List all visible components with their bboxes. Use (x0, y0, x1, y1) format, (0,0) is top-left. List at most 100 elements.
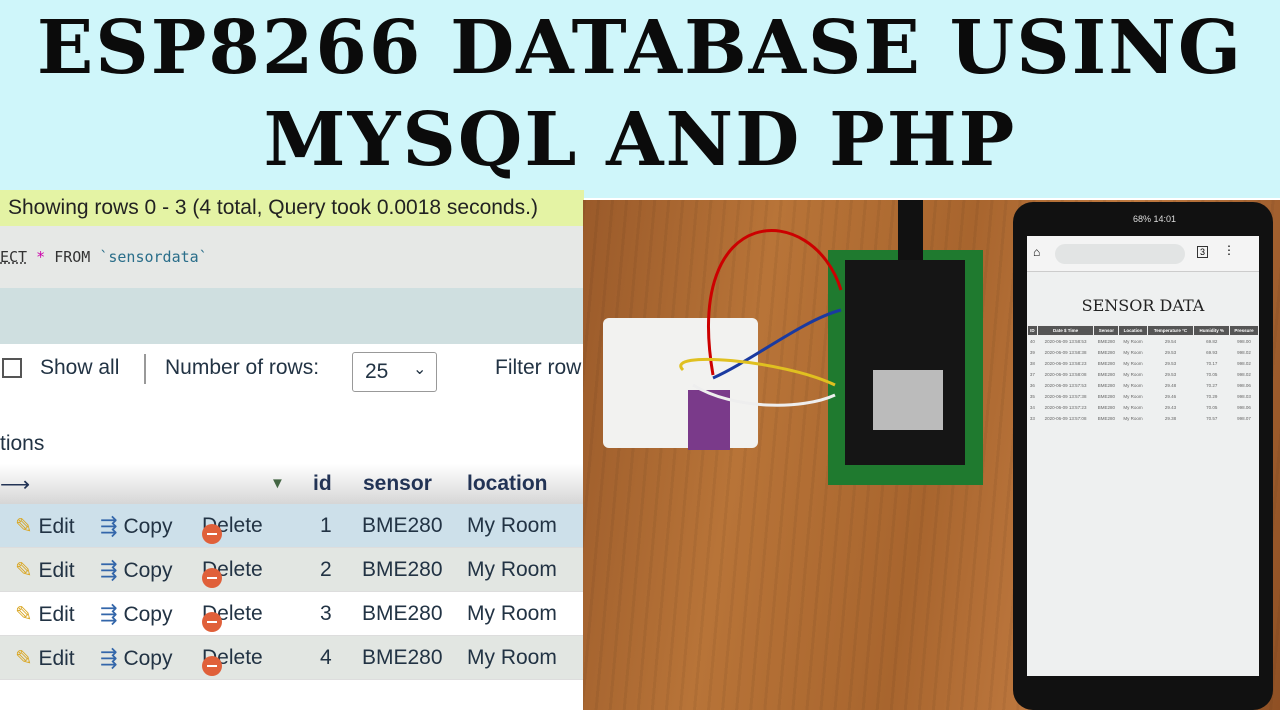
delete-button[interactable]: Delete (202, 558, 263, 588)
phone-cell: 2020-06-09 13:57:53 (1044, 383, 1087, 388)
bottom-strip (0, 710, 1280, 720)
phone-cell: 40 (1029, 339, 1035, 344)
phone-cell: 29.53 (1164, 361, 1177, 366)
navigation-bar: Show all Number of rows: 25⌄ Filter row (0, 344, 584, 430)
delete-button[interactable]: Delete (202, 514, 263, 544)
phone-column-header: Date $ Time (1036, 325, 1095, 336)
edit-button[interactable]: ✎ Edit (15, 647, 75, 670)
cell-id: 4 (320, 646, 332, 669)
cell-id: 2 (320, 558, 332, 581)
toolbar-band (0, 288, 584, 344)
phone-cell: 998.06 (1237, 405, 1251, 410)
sensor-data-title: SENSOR DATA (1081, 296, 1205, 315)
phone-cell: 70.05 (1206, 405, 1218, 410)
edit-button[interactable]: ✎ Edit (15, 603, 75, 626)
table-row: ✎ Edit ⇶ Copy Delete 4 BME280 My Room (0, 636, 584, 680)
cell-id: 3 (320, 602, 332, 625)
rows-select[interactable]: 25⌄ (352, 352, 437, 392)
options-link[interactable]: tions (0, 432, 45, 455)
phone-column-header: Humidity % (1193, 325, 1231, 336)
phone-cell: 998.02 (1237, 372, 1251, 377)
phone-cell: 29.53 (1164, 350, 1177, 355)
phone-cell: BME280 (1097, 416, 1116, 421)
cell-sensor: BME280 (362, 514, 443, 537)
edit-button[interactable]: ✎ Edit (15, 515, 75, 538)
phone-cell: My Room (1123, 394, 1143, 399)
column-header-sensor[interactable]: sensor (363, 472, 432, 495)
show-all-checkbox[interactable] (2, 358, 22, 378)
phone-cell: 29.54 (1164, 339, 1177, 344)
home-icon[interactable]: ⌂ (1033, 245, 1041, 259)
delete-button[interactable]: Delete (202, 602, 263, 632)
phone-cell: My Room (1123, 416, 1143, 421)
phone-cell: 39 (1029, 350, 1035, 355)
phone-cell: 2020-06-09 13:57:23 (1044, 405, 1087, 410)
thumbnail-title: ESP8266 DATABASE USING MYSQL AND PHP (0, 0, 1280, 198)
delete-button[interactable]: Delete (202, 646, 263, 676)
phone-cell: 2020-06-09 13:58:08 (1044, 372, 1087, 377)
sort-arrow-icon[interactable]: ⟶ (0, 473, 31, 496)
pencil-icon: ✎ (15, 647, 33, 670)
pencil-icon: ✎ (15, 515, 33, 538)
cell-location: My Room (467, 558, 557, 581)
success-message: Showing rows 0 - 3 (4 total, Query took … (0, 190, 584, 226)
breadboard (603, 318, 758, 448)
cell-sensor: BME280 (362, 558, 443, 581)
table-row: ✎ Edit ⇶ Copy Delete 2 BME280 My Room (0, 548, 584, 592)
phone-cell: 69.82 (1206, 339, 1218, 344)
bme280-sensor (688, 390, 730, 450)
column-dropdown-icon[interactable]: ▼ (270, 475, 285, 492)
cell-location: My Room (467, 514, 557, 537)
copy-button[interactable]: ⇶ Copy (100, 647, 173, 670)
edit-button[interactable]: ✎ Edit (15, 559, 75, 582)
phone-cell: 36 (1029, 383, 1035, 388)
pencil-icon: ✎ (15, 603, 33, 626)
phone-column-header: Sensor (1093, 325, 1120, 336)
sql-keyword: ECT (0, 248, 28, 266)
phone-cell: BME280 (1097, 394, 1116, 399)
copy-button[interactable]: ⇶ Copy (100, 559, 173, 582)
cell-location: My Room (467, 646, 557, 669)
phone-cell: 998.03 (1237, 394, 1251, 399)
phone-cell: 29.46 (1164, 394, 1177, 399)
phone-cell: 70.57 (1206, 416, 1218, 421)
menu-icon[interactable]: ⋮ (1223, 243, 1235, 257)
table-row: ✎ Edit ⇶ Copy Delete 3 BME280 My Room (0, 592, 584, 636)
phone-column-header: Temperature °C (1146, 325, 1195, 336)
phone-cell: BME280 (1097, 339, 1116, 344)
phone-cell: 998.02 (1237, 361, 1251, 366)
phone-column-header: Pressure (1229, 325, 1259, 336)
phone-cell: BME280 (1097, 350, 1116, 355)
phone-cell: 29.48 (1164, 383, 1177, 388)
circuit-illustration (603, 200, 983, 485)
nodemcu-board (845, 260, 965, 465)
phone-cell: 998.07 (1237, 416, 1251, 421)
phone-cell: My Room (1123, 405, 1143, 410)
title-line-1: ESP8266 DATABASE USING (36, 5, 1244, 91)
phone-cell: 70.27 (1206, 383, 1218, 388)
phone-column-header: ID (1027, 325, 1038, 336)
cell-location: My Room (467, 602, 557, 625)
tabs-count[interactable]: 3 (1197, 246, 1209, 258)
copy-button[interactable]: ⇶ Copy (100, 603, 173, 626)
phone-cell: 38 (1029, 361, 1035, 366)
divider (144, 354, 146, 384)
phone-cell: 998.00 (1237, 339, 1251, 344)
copy-button[interactable]: ⇶ Copy (100, 515, 173, 538)
column-header-location[interactable]: location (467, 472, 548, 495)
phone-cell: 2020-06-09 13:57:38 (1044, 394, 1087, 399)
url-field[interactable] (1055, 244, 1185, 264)
column-header-id[interactable]: id (313, 472, 332, 495)
phone-cell: My Room (1123, 361, 1143, 366)
sql-table: `sensordata` (99, 248, 208, 266)
copy-icon: ⇶ (100, 603, 118, 626)
phone-cell: BME280 (1097, 405, 1116, 410)
pencil-icon: ✎ (15, 559, 33, 582)
